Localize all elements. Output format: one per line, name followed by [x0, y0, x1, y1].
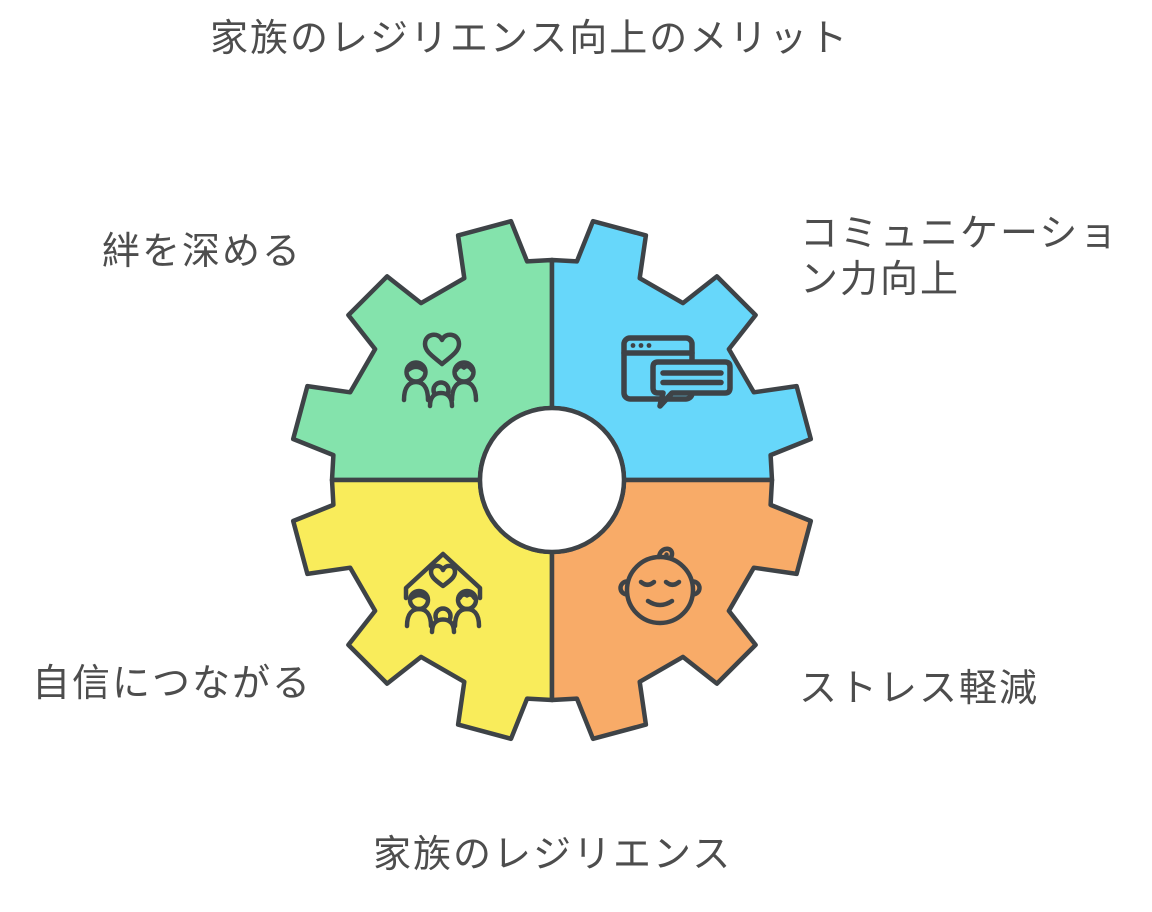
label-bond: 絆を深める — [102, 231, 303, 273]
label-communication: コミュニケーション力向上 — [800, 213, 1120, 301]
browser-chat-icon — [621, 335, 733, 409]
house-family-heart-icon — [403, 551, 483, 635]
gear — [293, 221, 811, 739]
gear-center-hub — [477, 405, 627, 555]
label-stress: ストレス軽減 — [799, 668, 1040, 710]
diagram-caption: 家族のレジリエンス — [373, 834, 733, 876]
baby-face-icon — [618, 546, 702, 626]
gear-diagram — [252, 180, 852, 780]
label-confidence: 自信につながる — [32, 663, 313, 705]
diagram-title: 家族のレジリエンス向上のメリット — [210, 18, 850, 60]
family-heart-icon — [401, 332, 479, 409]
